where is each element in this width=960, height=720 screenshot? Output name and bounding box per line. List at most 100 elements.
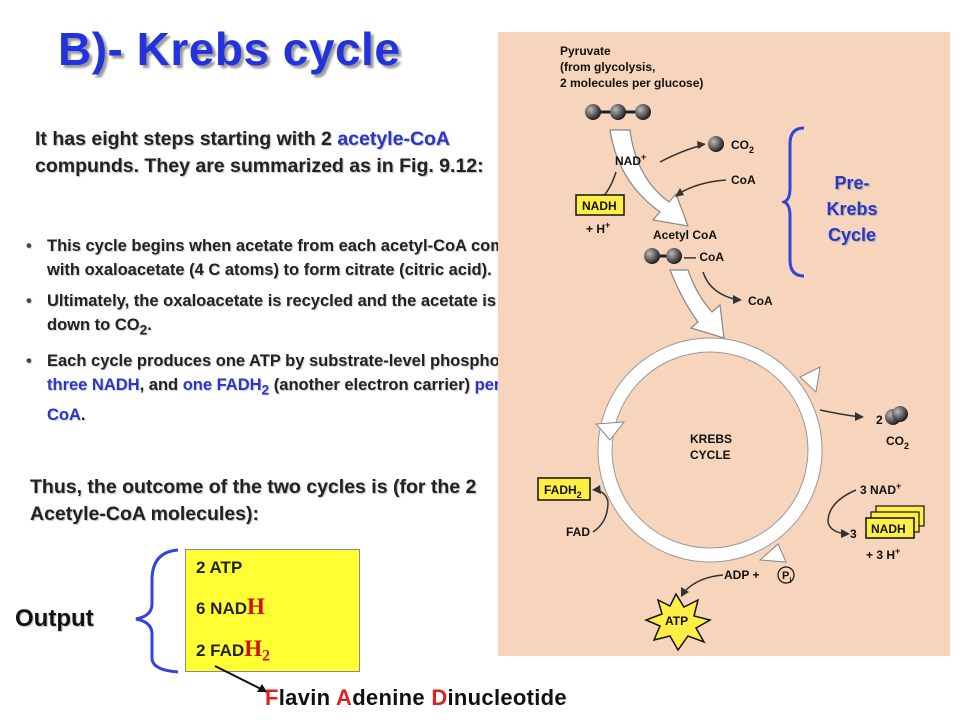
nad-cycle-arrow xyxy=(827,489,857,535)
output-nadh: 6 NADH xyxy=(196,594,265,620)
three-h-label: + 3 H+ xyxy=(866,546,900,562)
krebs-label: CYCLE xyxy=(690,448,731,462)
caption-text: inucleotide xyxy=(447,685,567,710)
krebs-cycle-ring xyxy=(598,338,822,562)
pyruvate-label: (from glycolysis, xyxy=(560,60,655,74)
two-label: 2 xyxy=(876,413,883,427)
coa-label: CoA xyxy=(731,173,756,187)
flavin-caption: Flavin Adenine Dinucleotide xyxy=(265,685,567,711)
bullet-list: This cycle begins when acetate from each… xyxy=(24,234,564,434)
output-red-h: H xyxy=(244,636,263,661)
cycle-arrowhead-icon xyxy=(594,421,626,441)
krebs-label: KREBS xyxy=(690,432,732,446)
bullet-text: . xyxy=(147,316,152,334)
nadh-box xyxy=(575,194,625,216)
output-red-h: H xyxy=(247,594,265,619)
coa-out-arrow xyxy=(702,271,739,301)
ring-outline xyxy=(597,337,823,563)
output-text: 6 NAD xyxy=(196,599,248,618)
acetyl-coa-tail-label: — CoA xyxy=(684,250,724,264)
bullet-text: Ultimately, the oxaloacetate is recycled… xyxy=(47,292,556,334)
output-text: 2 ATP xyxy=(196,558,243,577)
initial-letter: A xyxy=(335,685,353,710)
three-label: 3 xyxy=(850,527,857,541)
conversion-arrow-icon xyxy=(609,129,689,227)
bullet-highlight: one FADH xyxy=(182,376,262,395)
pre-krebs-bracket xyxy=(782,126,805,278)
co2-label: CO2 xyxy=(731,138,754,155)
entry-arrow-icon xyxy=(669,269,725,339)
fadh2-label: FADH2 xyxy=(544,483,582,500)
nad-label: NAD+ xyxy=(615,152,646,168)
three-nad-label: 3 NAD+ xyxy=(860,481,901,497)
output-box: 2 ATP 6 NADH 2 FADH2 xyxy=(185,549,360,672)
arrowhead xyxy=(733,295,742,304)
output-label: Output xyxy=(15,605,94,632)
bullet-text: This cycle begins when acetate from each… xyxy=(47,237,548,279)
bullet-text: . xyxy=(80,405,86,424)
caption-text: denine xyxy=(352,685,432,710)
arrowhead xyxy=(592,485,601,494)
cycle-arrowhead-icon xyxy=(799,366,821,394)
bullet-item: Ultimately, the oxaloacetate is recycled… xyxy=(24,289,564,342)
bullet-text: (another electron carrier) xyxy=(269,376,475,395)
coa-arrow xyxy=(677,179,727,195)
plus-h-label: + H+ xyxy=(586,220,610,236)
fadh2-box xyxy=(537,477,591,501)
fad-arrow xyxy=(592,489,609,533)
krebs-figure: Pyruvate (from glycolysis, 2 molecules p… xyxy=(498,32,950,656)
fad-label: FAD xyxy=(566,525,590,539)
pyruvate-label: Pyruvate xyxy=(560,44,611,58)
subscript: 2 xyxy=(262,647,271,665)
subscript: 2 xyxy=(139,322,148,338)
three-nadh-box xyxy=(865,517,915,539)
output-fadh2: 2 FADH2 xyxy=(196,636,270,665)
atp-burst-icon xyxy=(643,592,712,652)
pyruvate-label: 2 molecules per glucose) xyxy=(560,76,703,90)
output-atp: 2 ATP xyxy=(196,558,242,578)
arrowhead xyxy=(855,412,864,421)
pre-krebs-line: Cycle xyxy=(827,225,877,245)
output-text: 2 FAD xyxy=(196,641,245,660)
outcome-text: Thus, the outcome of the two cycles is (… xyxy=(30,476,477,525)
adp-label: ADP + xyxy=(724,568,759,582)
caption-text: lavin xyxy=(278,685,336,710)
krebs-diagram: Pyruvate (from glycolysis, 2 molecules p… xyxy=(537,44,925,652)
arrowhead xyxy=(675,188,684,197)
co2-molecule-icon xyxy=(892,406,908,422)
arrowhead xyxy=(697,141,706,149)
nadh-label: NADH xyxy=(582,199,617,213)
pre-krebs-label: Pre-Krebs Cycle xyxy=(812,170,892,248)
three-nadh-label: NADH xyxy=(871,522,906,536)
intro-text-1: It has eight steps starting with 2 xyxy=(35,128,338,150)
initial-letter: F xyxy=(265,685,279,710)
initial-letter: D xyxy=(431,685,448,710)
bullet-item: This cycle begins when acetate from each… xyxy=(24,234,564,282)
co2-out-arrow xyxy=(819,409,861,418)
output-brace xyxy=(135,548,179,674)
atp-label: ATP xyxy=(665,614,688,628)
intro-highlight: acetyle-CoA xyxy=(337,128,450,150)
intro-paragraph: It has eight steps starting with 2 acety… xyxy=(35,126,505,180)
pi-label: Pi xyxy=(782,570,792,585)
arrowhead xyxy=(841,529,850,538)
co2-molecule-icon xyxy=(708,136,724,152)
bullet-highlight: three NADH xyxy=(47,376,140,395)
phosphate-icon xyxy=(777,566,795,584)
pyruvate-molecule-icon xyxy=(585,104,651,120)
pre-krebs-line: Pre-Krebs xyxy=(826,173,878,219)
pointer-arrow xyxy=(214,665,268,693)
atp-arrow xyxy=(683,574,724,593)
bullet-item: Each cycle produces one ATP by substrate… xyxy=(24,349,564,426)
co2-arrow xyxy=(659,144,704,163)
intro-text-2: compunds. They are summarized as in Fig.… xyxy=(35,155,484,177)
subscript: 2 xyxy=(261,382,270,398)
co2-out-label: CO2 xyxy=(886,434,909,451)
ring-outline xyxy=(611,351,809,549)
cycle-arrowhead-icon xyxy=(758,543,787,563)
acetyl-coa-label: Acetyl CoA xyxy=(653,228,717,242)
coa-out-label: CoA xyxy=(748,294,773,308)
acetyl-molecule-icon xyxy=(644,248,682,264)
arrowhead xyxy=(681,587,689,597)
slide-title: B)- Krebs cycle xyxy=(58,23,401,75)
